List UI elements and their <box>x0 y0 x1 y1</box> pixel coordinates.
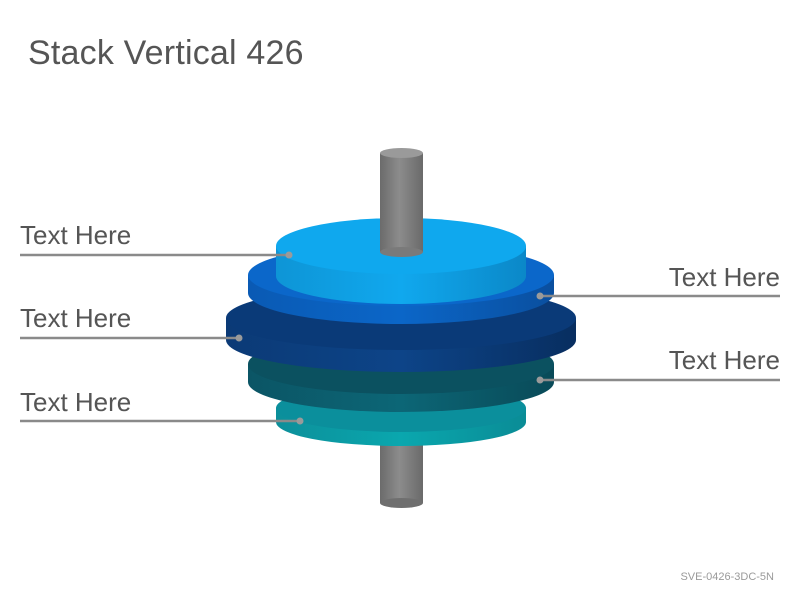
label-2: Text Here <box>668 262 780 292</box>
label-1: Text Here <box>20 220 132 250</box>
connector-2 <box>536 292 780 300</box>
rod-bottom <box>380 440 423 508</box>
connector-1 <box>20 251 293 259</box>
label-5: Text Here <box>20 387 132 417</box>
connector-3 <box>20 334 243 342</box>
label-4: Text Here <box>668 345 780 375</box>
rod-top <box>380 148 423 257</box>
footer-code: SVE-0426-3DC-5N <box>680 571 774 583</box>
page-title: Stack Vertical 426 <box>28 34 304 72</box>
connector-4 <box>536 376 780 384</box>
label-3: Text Here <box>20 303 132 333</box>
connector-5 <box>20 417 304 425</box>
